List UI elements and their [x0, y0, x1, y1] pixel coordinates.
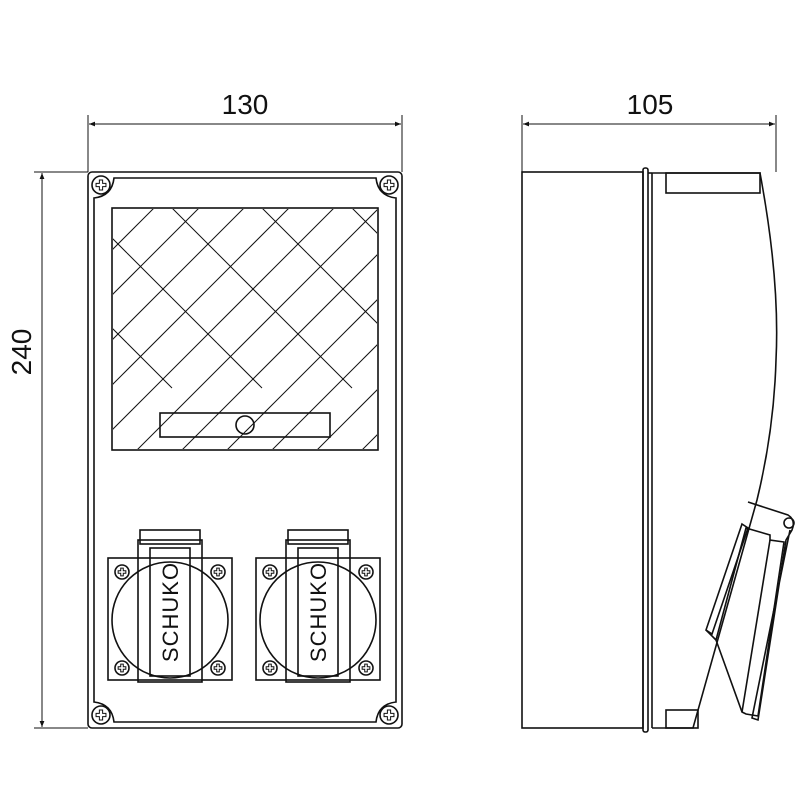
screw-icon — [358, 660, 374, 676]
screw-icon — [91, 175, 111, 195]
window-hatch — [113, 209, 377, 449]
screw-icon — [262, 660, 278, 676]
screw-icon — [210, 564, 226, 580]
schuko-socket: SCHUKO — [255, 529, 381, 683]
socket-label: SCHUKO — [158, 562, 183, 662]
socket-label: SCHUKO — [306, 562, 331, 662]
socket-flap — [285, 539, 351, 683]
dimension-depth: 105 — [521, 89, 777, 172]
dimension-height: 240 — [6, 171, 88, 729]
dimension-width: 130 — [87, 89, 403, 172]
height-label: 240 — [6, 329, 37, 376]
screw-icon — [114, 660, 130, 676]
screw-icon — [379, 705, 399, 725]
front-view: SCHUKO SCHUKO — [87, 171, 403, 729]
schuko-socket: SCHUKO — [107, 529, 233, 683]
depth-label: 105 — [627, 89, 674, 120]
screw-icon — [358, 564, 374, 580]
socket-flap — [137, 539, 203, 683]
width-label: 130 — [222, 89, 269, 120]
breaker-knob — [235, 415, 255, 435]
screw-icon — [379, 175, 399, 195]
screw-icon — [262, 564, 278, 580]
side-view — [521, 167, 795, 733]
breaker-window — [111, 207, 379, 451]
screw-icon — [210, 660, 226, 676]
screw-icon — [91, 705, 111, 725]
breaker-bar — [159, 412, 331, 438]
screw-icon — [114, 564, 130, 580]
side-socket-flap — [705, 501, 795, 722]
